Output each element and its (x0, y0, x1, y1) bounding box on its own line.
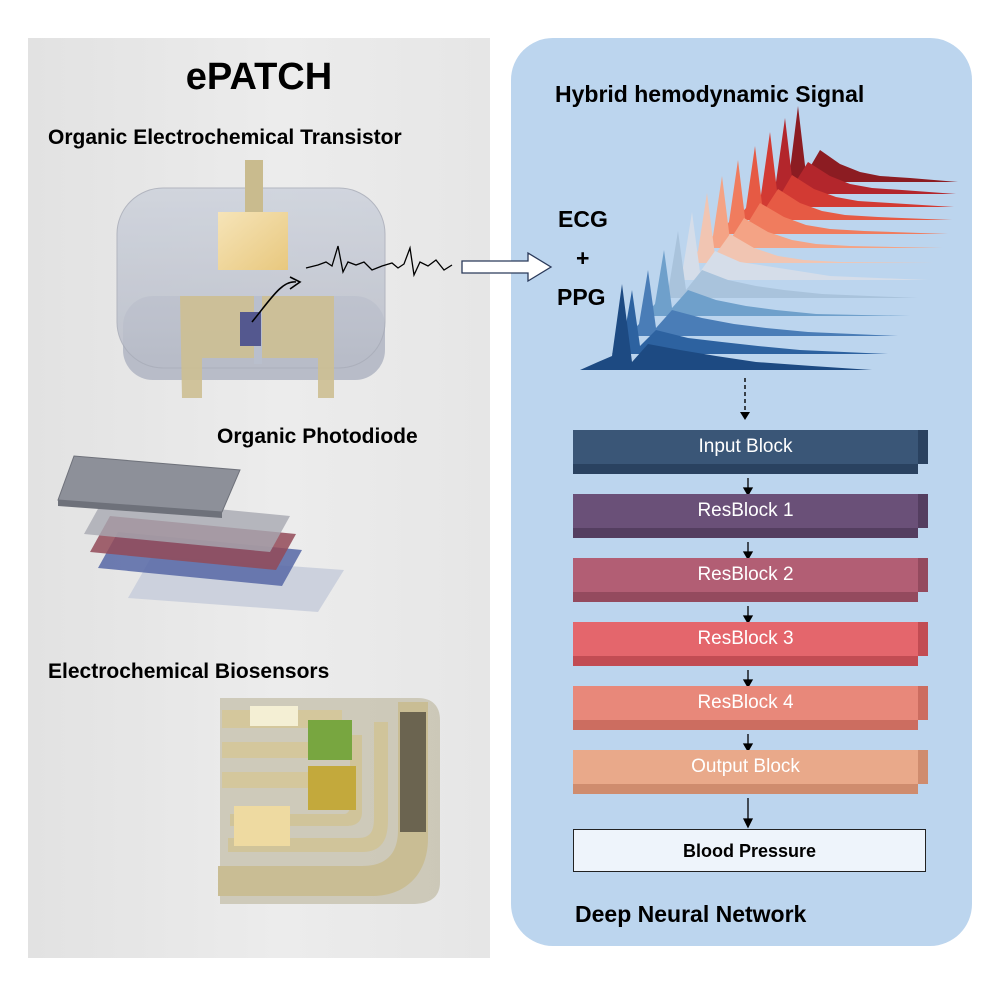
waterfall-layer-1 (779, 106, 958, 182)
waterfall-layer-11 (628, 270, 898, 336)
resblock-3-bottom (573, 656, 918, 666)
resblock-4-bottom (573, 720, 918, 730)
input-block: Input Block (573, 430, 918, 464)
resblock-1-bottom (573, 528, 918, 538)
waterfall-layer-6 (702, 176, 942, 248)
oect-label: Organic Electrochemical Transistor (48, 126, 402, 149)
waterfall-layer-3 (750, 132, 954, 207)
output-block: Output Block (573, 750, 918, 784)
oect-device (116, 160, 386, 398)
input-block-bottom (573, 464, 918, 474)
resblock-3: ResBlock 3 (573, 622, 918, 656)
waterfall-layer-7 (687, 193, 934, 263)
output-block-bottom (573, 784, 918, 794)
blood-pressure-output: Blood Pressure (573, 829, 926, 872)
output-block-side (918, 750, 928, 784)
ecg-waveform (305, 245, 453, 278)
waterfall-layer-2 (765, 118, 956, 194)
waterfall-layer-12 (612, 290, 888, 354)
network-title: Deep Neural Network (575, 901, 807, 927)
resblock-1-side (918, 494, 928, 528)
plus-label: + (576, 245, 590, 271)
waterfall-layer-5 (718, 160, 948, 234)
opd-device (57, 455, 344, 612)
ecg-label: ECG (558, 206, 608, 232)
resblock-4: ResBlock 4 (573, 686, 918, 720)
ppg-label: PPG (557, 284, 606, 310)
flow-arrow-right (461, 251, 553, 283)
signal-title: Hybrid hemodynamic Signal (555, 81, 865, 107)
resblock-2-side (918, 558, 928, 592)
waterfall-layer-9 (658, 231, 918, 298)
waterfall-layer-8 (672, 212, 928, 280)
resblock-1: ResBlock 1 (573, 494, 918, 528)
waterfall-layer-10 (644, 250, 910, 316)
biosensor-device (218, 698, 440, 904)
biosensor-label: Electrochemical Biosensors (48, 660, 330, 683)
waterfall-layer-13 (580, 284, 872, 370)
resblock-2: ResBlock 2 (573, 558, 918, 592)
block-connectors (742, 478, 754, 829)
resblock-2-bottom (573, 592, 918, 602)
opd-label: Organic Photodiode (217, 425, 418, 448)
waterfall-layer-4 (735, 146, 952, 220)
waterfall-plot (580, 106, 958, 370)
resblock-3-side (918, 622, 928, 656)
epatch-title: ePATCH (185, 56, 333, 98)
resblock-4-side (918, 686, 928, 720)
input-block-side (918, 430, 928, 464)
